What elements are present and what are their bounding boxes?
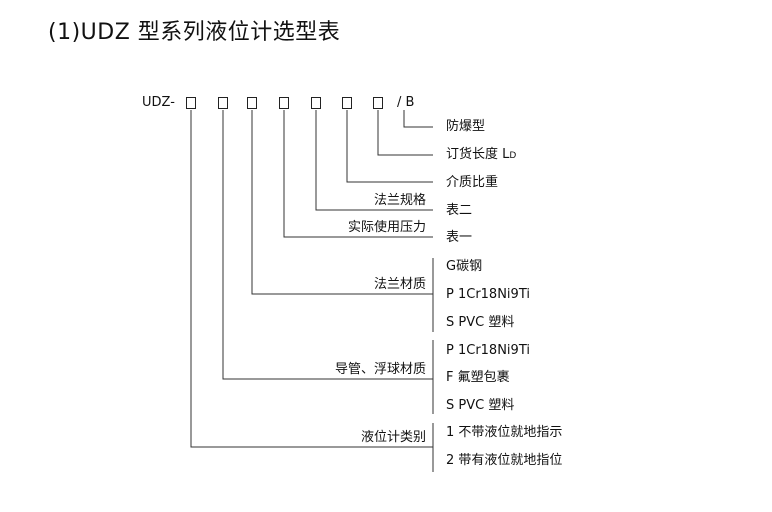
connector-field-6 <box>346 110 433 183</box>
field-label-pressure: 实际使用压力 <box>347 220 426 235</box>
field-label-flange-material: 法兰材质 <box>373 277 426 292</box>
option-medium-density: 介质比重 <box>446 175 499 190</box>
connector-field-1 <box>190 110 433 448</box>
code-slot-4 <box>279 97 289 109</box>
connector-field-8 <box>403 110 433 128</box>
option-tube-stainless: P 1Cr18Ni9Ti <box>446 343 530 358</box>
order-length-subscript: D <box>509 151 517 161</box>
option-tube-fluoroplastic: F 氟塑包裹 <box>446 370 510 385</box>
option-flange-stainless: P 1Cr18Ni9Ti <box>446 287 530 302</box>
option-table-two: 表二 <box>446 203 473 218</box>
option-no-local-indicator: 1 不带液位就地指示 <box>446 425 563 440</box>
field-label-gauge-type: 液位计类别 <box>360 430 426 445</box>
code-slot-6 <box>342 97 352 109</box>
option-with-local-indicator: 2 带有液位就地指位 <box>446 453 563 468</box>
connector-field-7 <box>377 110 433 156</box>
connector-field-2 <box>222 110 433 380</box>
connector-field-4 <box>283 110 433 238</box>
option-flange-pvc: S PVC 塑料 <box>446 315 515 330</box>
field-label-flange-spec: 法兰规格 <box>373 193 426 208</box>
code-slot-7 <box>373 97 383 109</box>
connector-field-3 <box>251 110 433 295</box>
option-table-one: 表一 <box>446 230 473 245</box>
code-slot-5 <box>311 97 321 109</box>
code-slot-2 <box>218 97 228 109</box>
option-tube-pvc: S PVC 塑料 <box>446 398 515 413</box>
option-flange-carbon-steel: G碳钢 <box>446 259 483 274</box>
code-slot-1 <box>186 97 196 109</box>
field-label-tube-float-material: 导管、浮球材质 <box>334 362 426 377</box>
code-slot-3 <box>247 97 257 109</box>
page-title: (1)UDZ 型系列液位计选型表 <box>48 20 341 45</box>
code-suffix: / B <box>397 95 415 110</box>
connector-field-5 <box>315 110 433 211</box>
option-explosion-proof: 防爆型 <box>446 119 486 134</box>
code-prefix: UDZ- <box>142 95 175 110</box>
option-order-length: 订货长度 LD <box>446 147 517 162</box>
